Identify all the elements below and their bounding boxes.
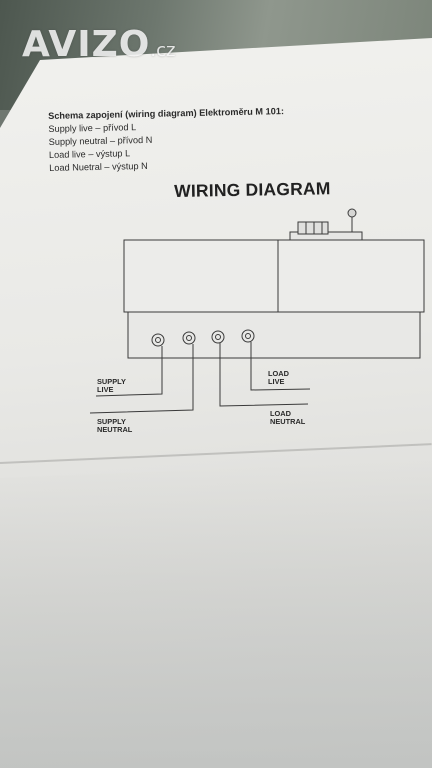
- label-supply-neutral: SUPPLY NEUTRAL: [97, 417, 133, 434]
- terminal-load-live: [241, 329, 255, 343]
- terminal-load-neutral: [211, 330, 225, 344]
- meter-knob-base: [297, 221, 329, 235]
- paper-lower-shadow: [0, 460, 432, 768]
- wire-load-live: [250, 342, 311, 391]
- meter-upper-body: [123, 239, 425, 313]
- terminal-supply-neutral: [182, 331, 196, 345]
- meter-lever-knob: [347, 208, 357, 218]
- label-load-live: LOAD LIVE: [268, 369, 289, 386]
- label-supply-live: SUPPLY LIVE: [97, 377, 126, 394]
- wire-supply-neutral: [89, 344, 194, 414]
- meter-terminal-block: [127, 311, 421, 359]
- avizo-watermark: AVIZO.cz: [22, 24, 176, 65]
- wire-supply-live: [95, 346, 163, 397]
- terminal-supply-live: [151, 333, 165, 347]
- wire-load-neutral: [219, 343, 309, 407]
- label-load-neutral: LOAD NEUTRAL: [270, 409, 306, 426]
